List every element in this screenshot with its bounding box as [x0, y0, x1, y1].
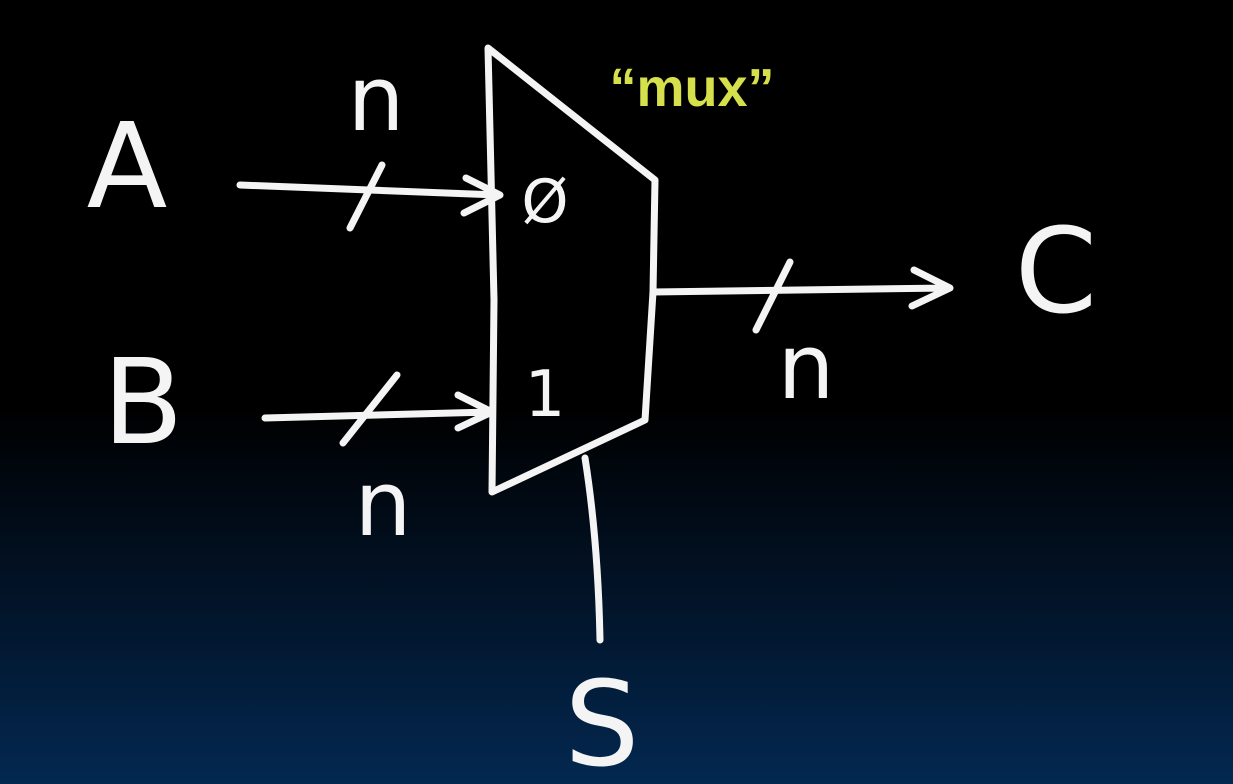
- select-line: [581, 454, 604, 644]
- input-b-arrow: [261, 391, 496, 432]
- input-b-bus-slash: [339, 371, 401, 447]
- input-b-label: B: [103, 333, 184, 471]
- output-c-arrow: [649, 266, 954, 310]
- mux-body: [484, 44, 659, 496]
- mux-port-1-label: 1: [525, 358, 566, 432]
- diagram-title: “mux”: [609, 58, 774, 118]
- output-c-label: C: [1015, 202, 1097, 340]
- input-b-width-label: n: [354, 452, 411, 557]
- input-a-width-label: n: [347, 47, 404, 152]
- mux-port-0-label: Ø: [521, 167, 568, 237]
- input-a-bus-slash: [346, 161, 386, 232]
- select-s-label: S: [565, 655, 640, 784]
- output-c-bus-slash: [752, 258, 794, 334]
- output-c-width-label: n: [777, 315, 834, 420]
- input-a-label: A: [87, 97, 168, 235]
